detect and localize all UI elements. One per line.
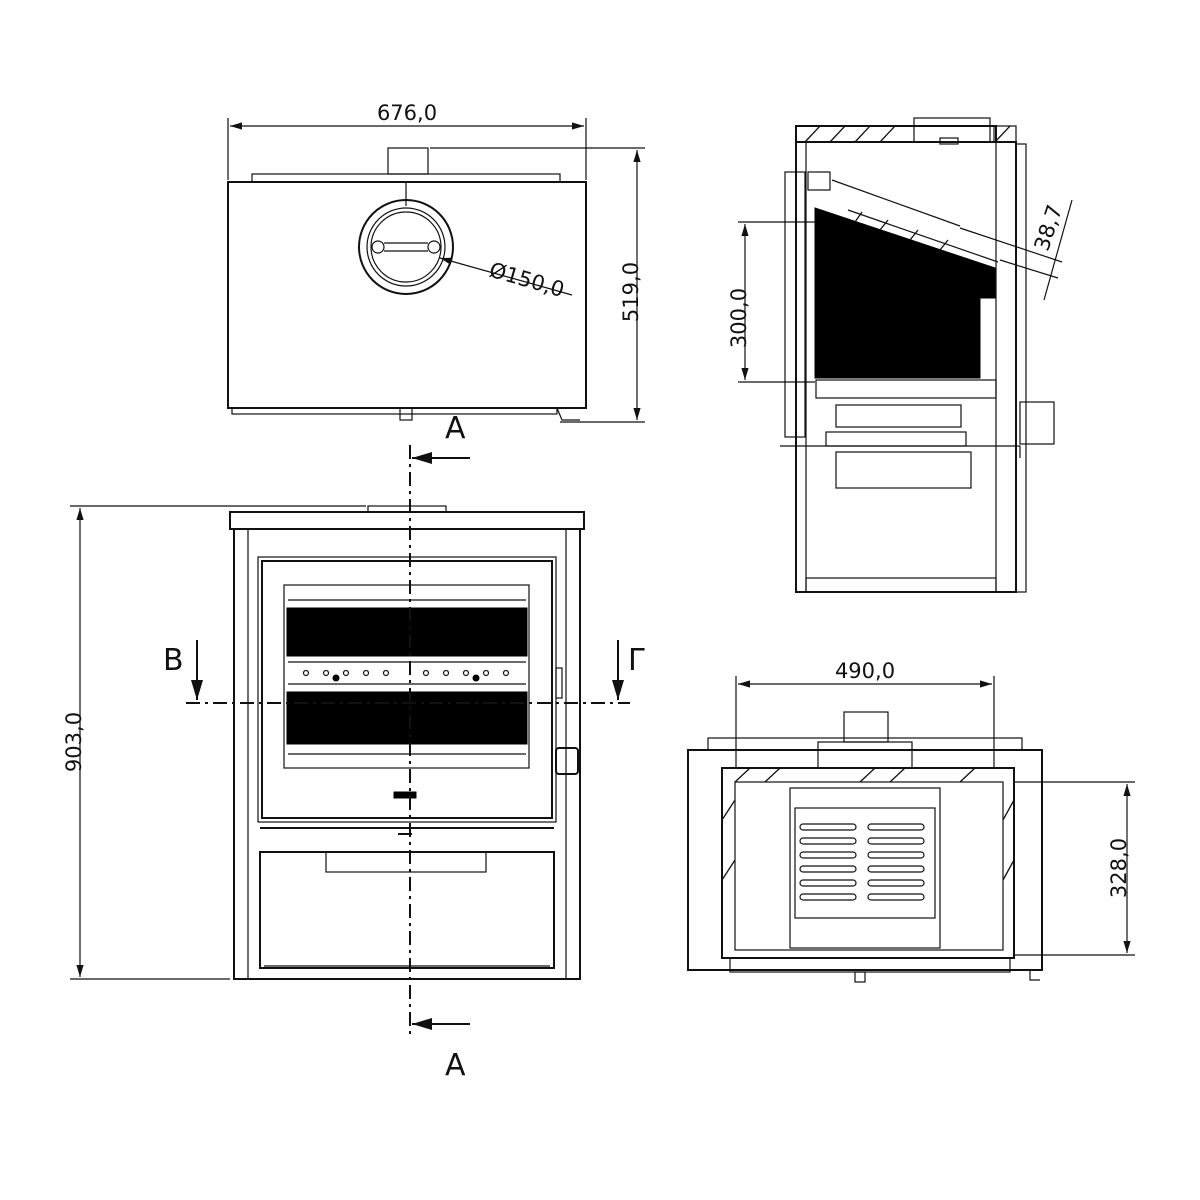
side-section-view: 300,0 38,7 [727, 117, 1073, 593]
heat-exchanger-slots [799, 823, 925, 901]
section-a-label-top-view: A [445, 411, 466, 446]
plan-width-dim: 490,0 [835, 659, 895, 683]
air-vent-holes [302, 669, 510, 682]
door-handle [555, 747, 579, 775]
flue-diameter-dim: Ø150,0 [487, 258, 567, 302]
top-width-dim: 676,0 [377, 101, 437, 125]
section-b-label: B [163, 643, 184, 678]
brand-logo [393, 791, 417, 799]
angle-dim: 38,7 [1030, 202, 1067, 254]
section-a-label-bottom: A [445, 1048, 466, 1083]
flue-collar [358, 199, 454, 295]
plan-section-view: 490,0 328,0 [687, 659, 1135, 983]
front-height-dim: 903,0 [62, 712, 86, 772]
top-depth-dim: 519,0 [619, 262, 643, 322]
firebox-height-dim: 300,0 [727, 288, 751, 348]
top-view: 676,0 519,0 Ø150,0 A [227, 101, 645, 446]
front-view: A B Г 903,0 [62, 445, 646, 1083]
plan-depth-dim: 328,0 [1107, 838, 1131, 898]
section-g-label: Г [628, 643, 646, 678]
